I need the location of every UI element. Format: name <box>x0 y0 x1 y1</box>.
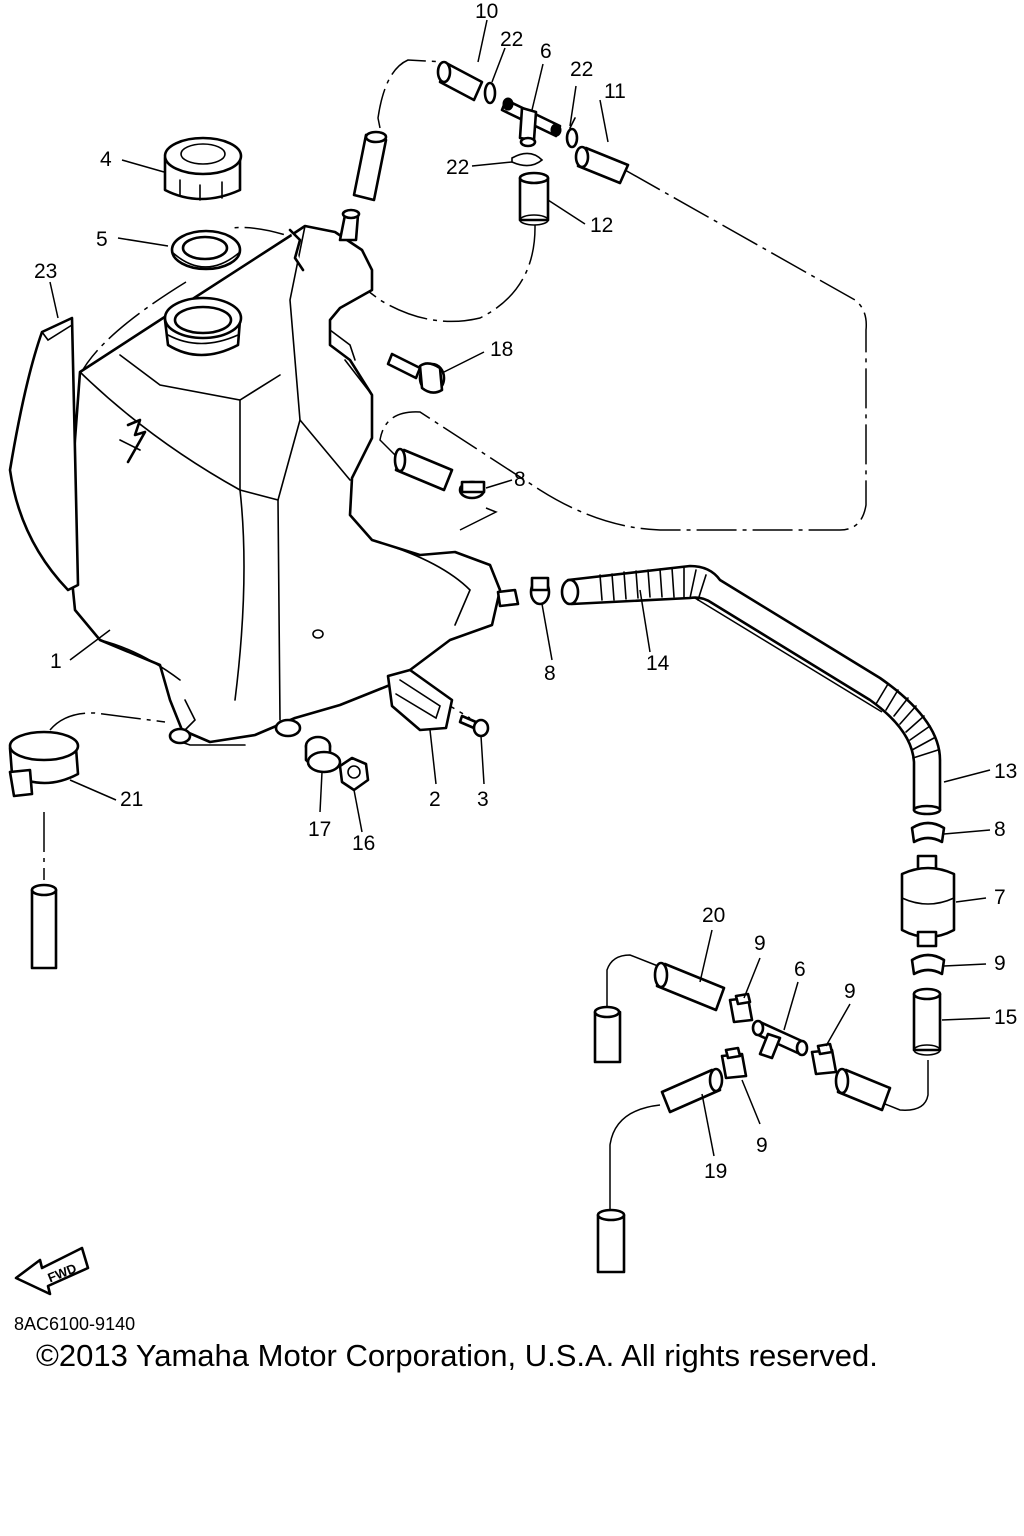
fuel-hose-right-short <box>834 1067 892 1112</box>
clamp-route-line <box>49 712 166 731</box>
fuel-hose-14 <box>560 564 942 816</box>
nut-16 <box>338 756 370 792</box>
tank-filler-neck <box>163 296 243 357</box>
callout-9-filter: 9 <box>994 952 1006 975</box>
callout-20: 20 <box>702 904 725 927</box>
hose-clamp-9-left-lower <box>720 1046 748 1080</box>
hose-clip-22-upper <box>483 81 497 105</box>
callout-13: 13 <box>994 760 1017 783</box>
hose-13-route-line <box>459 507 498 531</box>
callout-21: 21 <box>120 788 143 811</box>
hose-end-19 <box>596 1208 626 1274</box>
hose-end-20 <box>593 1005 622 1064</box>
callout-2: 2 <box>429 788 441 811</box>
callout-1: 1 <box>50 650 62 673</box>
tee-joint-lower <box>751 1019 809 1060</box>
vent-hose-12 <box>518 171 550 226</box>
callout-4: 4 <box>100 148 112 171</box>
leg-hose <box>30 883 58 970</box>
callout-6-lower: 6 <box>794 958 806 981</box>
vent-route-line-right <box>379 169 868 531</box>
mounting-bolt <box>386 352 446 394</box>
callout-8-lower: 8 <box>994 818 1006 841</box>
callout-18: 18 <box>490 338 513 361</box>
callout-6-upper: 6 <box>540 40 552 63</box>
hose-clamp-8-outlet <box>529 576 551 606</box>
hose-clip-22-mid <box>511 152 544 167</box>
tank-outlet-nipple <box>496 588 520 608</box>
callout-16: 16 <box>352 832 375 855</box>
hose-clamp-8-upper <box>458 480 486 500</box>
callout-22-top: 22 <box>500 28 523 51</box>
tee-joint-upper <box>500 97 562 148</box>
hose-clamp-8-lower <box>910 821 946 844</box>
hose-clamp-9-left-upper <box>728 992 754 1024</box>
callout-12: 12 <box>590 214 613 237</box>
fuel-tank <box>68 224 502 746</box>
hose-clamp-9-right <box>810 1042 838 1076</box>
vent-hose-11 <box>574 145 630 185</box>
hose-20-route-line <box>606 954 664 1012</box>
callout-15: 15 <box>994 1006 1017 1029</box>
copyright-notice: ©2013 Yamaha Motor Corporation, U.S.A. A… <box>36 1338 878 1373</box>
callout-19: 19 <box>704 1160 727 1183</box>
bracket-screw <box>458 714 490 738</box>
damper-17 <box>304 735 342 774</box>
hose-clip-22-right <box>565 117 579 149</box>
callout-17: 17 <box>308 818 331 841</box>
callout-22-mid: 22 <box>446 156 469 179</box>
tank-band-21 <box>8 730 80 798</box>
callout-9-left-lower: 9 <box>756 1134 768 1157</box>
callout-14: 14 <box>646 652 670 675</box>
hose-clamp-9-filter <box>910 953 946 976</box>
tank-vent-nipple <box>338 208 361 242</box>
callout-8-upper: 8 <box>514 468 526 491</box>
callout-7: 7 <box>994 886 1006 909</box>
callout-23: 23 <box>34 260 57 283</box>
cap-gasket <box>170 229 242 271</box>
vent-hose-10 <box>436 60 484 102</box>
fuel-hose-20 <box>653 961 726 1012</box>
callout-22-right: 22 <box>570 58 593 81</box>
leader-lines <box>49 19 991 1157</box>
fuel-hose-19 <box>660 1067 724 1114</box>
long-hose-line-2 <box>689 594 883 713</box>
side-cover-panel <box>8 316 80 592</box>
fwd-arrow-icon: FWD <box>14 1246 90 1296</box>
fuel-hose-15 <box>912 987 942 1056</box>
callout-3: 3 <box>477 788 489 811</box>
vent-hose-top-left <box>352 130 388 202</box>
fuel-filter <box>900 854 956 948</box>
callout-labels: 10 22 6 22 11 22 12 4 5 23 18 8 1 8 14 2… <box>34 0 1017 1183</box>
callout-5: 5 <box>96 228 108 251</box>
hose-19-route-line <box>609 1104 661 1215</box>
filter-hose-route-line <box>884 1060 929 1111</box>
document-code: 8AC6100-9140 <box>14 1314 136 1334</box>
vent-route-line-left <box>377 59 446 129</box>
callout-10: 10 <box>475 0 498 23</box>
callout-11: 11 <box>604 80 626 103</box>
tank-bracket <box>386 668 454 732</box>
fuel-tank-cap <box>163 136 243 201</box>
short-hose-upper <box>393 447 454 492</box>
callout-8-outlet: 8 <box>544 662 556 685</box>
callout-9-right: 9 <box>844 980 856 1003</box>
callout-9-left-upper: 9 <box>754 932 766 955</box>
vent-route-line-12 <box>231 224 536 323</box>
